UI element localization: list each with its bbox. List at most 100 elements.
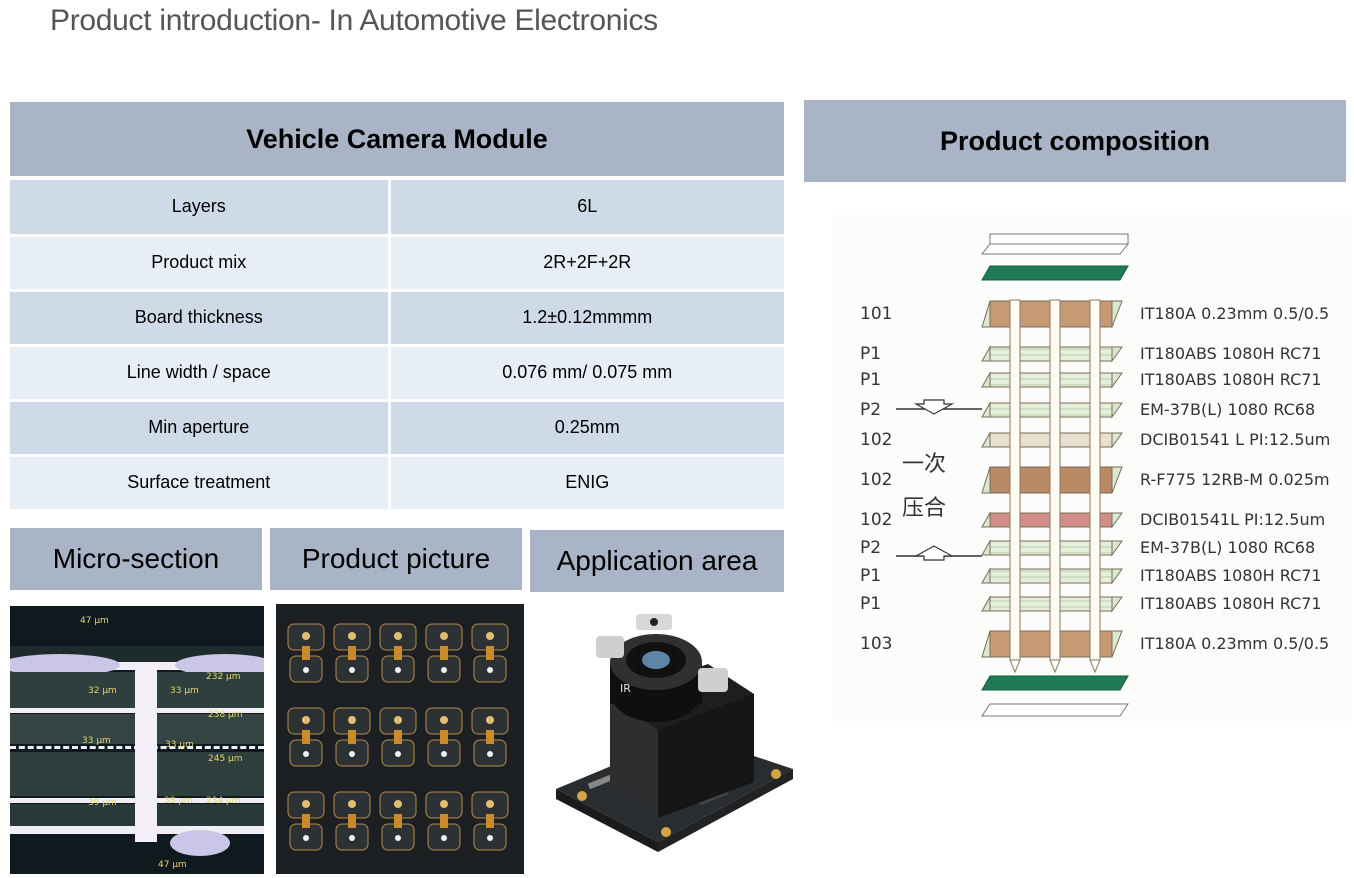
stack-layer-edge xyxy=(981,466,991,494)
layer-code: P1 xyxy=(860,370,882,390)
stack-layer-edge xyxy=(1111,346,1123,363)
stack-layer-edge xyxy=(1111,596,1123,613)
stackup-graphic xyxy=(896,233,1130,717)
stack-layer-edge xyxy=(981,595,991,612)
layer-code: 102 xyxy=(860,430,893,450)
composition-title: Product composition xyxy=(940,125,1210,156)
stack-layer-edge xyxy=(1111,466,1123,494)
micro-label: 38 µm xyxy=(164,796,193,806)
micro-label: 47 µm xyxy=(80,616,109,626)
micro-label: 234 µm xyxy=(206,796,241,806)
layer-code: 101 xyxy=(860,304,893,324)
stack-layer-edge xyxy=(1111,372,1123,389)
spec-value: 6L xyxy=(389,180,784,237)
application-area-title: Application area xyxy=(556,545,758,576)
layer-material: IT180ABS 1080H RC71 xyxy=(1140,370,1322,389)
spec-table: Layers 6L Product mix 2R+2F+2R Board thi… xyxy=(10,180,784,512)
stack-layer-edge xyxy=(1111,630,1123,658)
spec-label: Board thickness xyxy=(10,290,391,347)
micro-label: 33 µm xyxy=(165,740,194,750)
micro-label: 39 µm xyxy=(88,798,117,808)
micro-label: 238 µm xyxy=(208,710,243,720)
spec-value: 0.076 mm/ 0.075 mm xyxy=(389,345,784,402)
stack-layer-edge xyxy=(981,630,991,658)
pcb-unit xyxy=(287,707,325,767)
table-row: Surface treatment ENIG xyxy=(10,455,784,512)
layer-material: DCIB01541L PI:12.5um xyxy=(1140,510,1326,529)
stack-layer-edge xyxy=(981,567,991,584)
pcb-panel-image xyxy=(276,604,524,874)
product-picture-header: Product picture xyxy=(270,528,522,590)
micro-label: 245 µm xyxy=(208,754,243,764)
micro-label: 32 µm xyxy=(88,686,117,696)
layer-material: EM-37B(L) 1080 RC68 xyxy=(1140,538,1316,557)
stack-layer-edge xyxy=(1111,568,1123,585)
table-row: Min aperture 0.25mm xyxy=(10,400,784,457)
layer-code: 103 xyxy=(860,634,893,654)
camera-module-image: IR xyxy=(548,604,794,874)
stack-layer-edge xyxy=(981,345,991,362)
micro-section-image: 47 µm 32 µm 33 µm 232 µm 238 µm 33 µm 33… xyxy=(10,606,264,874)
stack-layer-edge xyxy=(981,539,991,556)
page-title: Product introduction- In Automotive Elec… xyxy=(50,4,658,37)
pcb-unit xyxy=(333,623,371,683)
stack-layer-edge xyxy=(1111,540,1123,557)
micro-label: 47 µm xyxy=(158,860,187,870)
pcb-unit xyxy=(379,623,417,683)
stack-layer-edge xyxy=(981,300,991,328)
spec-label: Product mix xyxy=(10,235,391,292)
layer-material: IT180A 0.23mm 0.5/0.5 xyxy=(1140,634,1330,653)
table-row: Board thickness 1.2±0.12mmmm xyxy=(10,290,784,347)
layer-code: P2 xyxy=(860,538,882,558)
micro-section-header: Micro-section xyxy=(10,528,262,590)
micro-label: 232 µm xyxy=(206,672,241,682)
pcb-panel-graphic xyxy=(276,604,524,874)
composition-header: Product composition xyxy=(804,100,1346,182)
product-picture-title: Product picture xyxy=(301,543,491,574)
layer-code: P1 xyxy=(860,566,882,586)
stack-layer-edge xyxy=(981,371,991,388)
stack-layer-edge xyxy=(981,431,991,448)
layer-code: 102 xyxy=(860,470,893,490)
table-row: Product mix 2R+2F+2R xyxy=(10,235,784,292)
pcb-unit xyxy=(287,623,325,683)
stack-layer-edge xyxy=(1111,512,1123,529)
stack-layer-edge xyxy=(1111,300,1123,328)
layer-code: P1 xyxy=(860,594,882,614)
pcb-unit xyxy=(333,791,371,851)
module-header: Vehicle Camera Module xyxy=(10,102,784,176)
stack-layer-edge xyxy=(981,511,991,528)
module-header-text: Vehicle Camera Module xyxy=(246,123,548,154)
pcb-unit xyxy=(425,791,463,851)
layer-material: IT180ABS 1080H RC71 xyxy=(1140,566,1322,585)
layer-material: IT180ABS 1080H RC71 xyxy=(1140,344,1322,363)
camera-graphic: IR xyxy=(556,614,793,852)
stack-layer-edge xyxy=(1111,402,1123,419)
spec-value: 2R+2F+2R xyxy=(389,235,784,292)
pcb-unit xyxy=(425,707,463,767)
press-note-line2: 压合 xyxy=(902,496,947,521)
micro-label: 33 µm xyxy=(170,686,199,696)
layer-material: R-F775 12RB-M 0.025m xyxy=(1140,470,1330,489)
pcb-unit xyxy=(379,791,417,851)
layer-code: P2 xyxy=(860,400,882,420)
pcb-unit xyxy=(379,707,417,767)
spec-value: ENIG xyxy=(389,455,784,512)
micro-label: 33 µm xyxy=(82,736,111,746)
table-row: Layers 6L xyxy=(10,180,784,237)
pcb-unit xyxy=(287,791,325,851)
micro-section-title: Micro-section xyxy=(52,543,220,574)
spec-label: Layers xyxy=(10,180,391,237)
layer-material: DCIB01541 L PI:12.5um xyxy=(1140,430,1331,449)
spec-label: Surface treatment xyxy=(10,455,391,512)
pcb-unit xyxy=(333,707,371,767)
pcb-unit xyxy=(471,791,509,851)
stack-layer-edge xyxy=(1111,432,1123,449)
press-note-line1: 一次 xyxy=(902,452,947,477)
spec-label: Min aperture xyxy=(10,400,391,457)
spec-value: 1.2±0.12mmmm xyxy=(389,290,784,347)
spec-label: Line width / space xyxy=(10,345,391,402)
table-row: Line width / space 0.076 mm/ 0.075 mm xyxy=(10,345,784,402)
pcb-unit xyxy=(471,623,509,683)
